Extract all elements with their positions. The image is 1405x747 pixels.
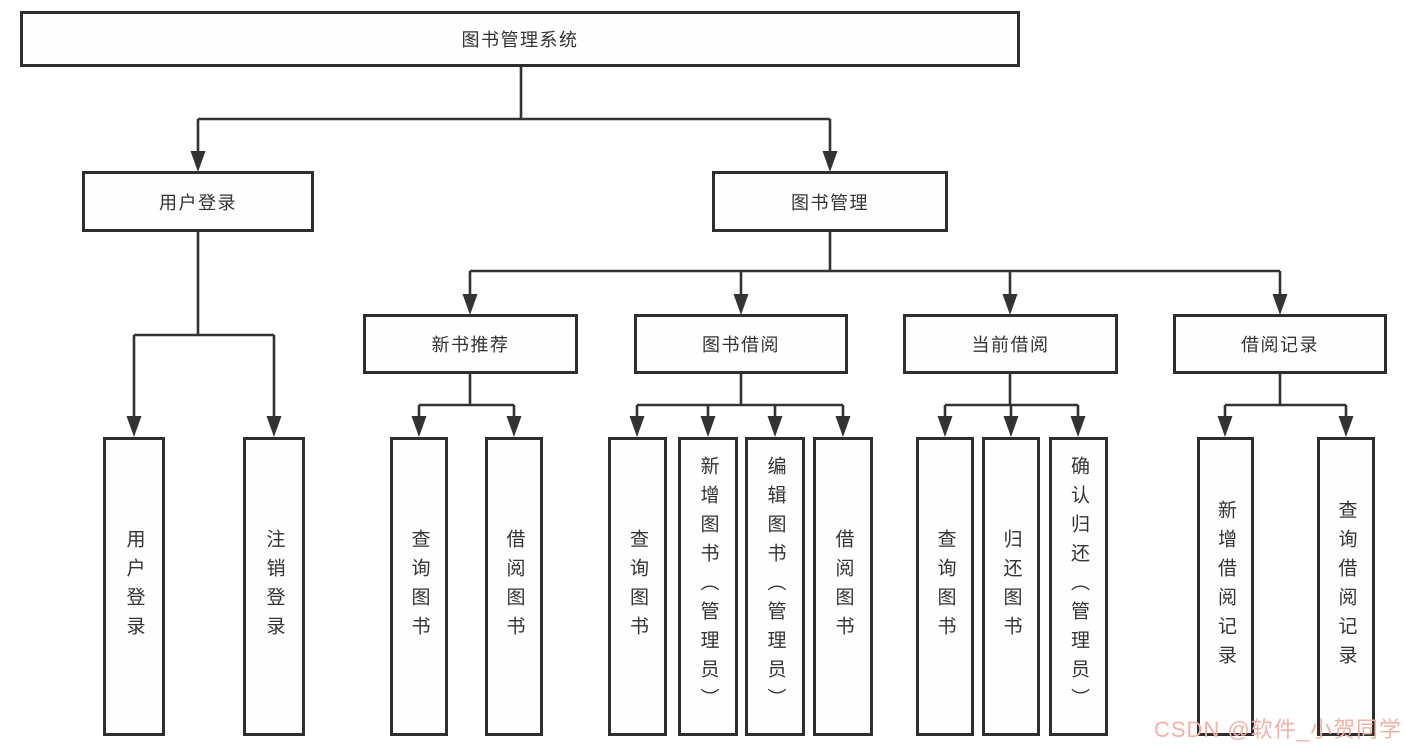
- node-label: 用户登录: [123, 528, 145, 645]
- leaf-query-books-3: 查询图书: [916, 437, 974, 736]
- node-label: 编辑图书（管理员）: [764, 456, 786, 717]
- leaf-borrow-books-2: 借阅图书: [813, 437, 873, 736]
- leaf-borrow-books-1: 借阅图书: [485, 437, 543, 736]
- csdn-watermark: CSDN @软件_小贺同学: [1153, 717, 1402, 742]
- leaf-query-books-2: 查询图书: [608, 437, 667, 736]
- node-library-management-system: 图书管理系统: [20, 11, 1020, 67]
- node-label: 注销登录: [263, 528, 285, 645]
- leaf-user-login: 用户登录: [103, 437, 165, 736]
- leaf-add-borrow-record: 新增借阅记录: [1197, 437, 1254, 736]
- node-book-management: 图书管理: [712, 171, 948, 232]
- node-label: 借阅图书: [503, 528, 525, 645]
- node-label: 图书管理系统: [461, 30, 579, 50]
- node-label: 当前借阅: [971, 335, 1050, 355]
- node-label: 借阅记录: [1241, 335, 1319, 355]
- node-current-borrowing: 当前借阅: [903, 314, 1118, 374]
- node-new-book-recommend: 新书推荐: [363, 314, 578, 374]
- node-book-borrowing: 图书借阅: [634, 314, 848, 374]
- node-label: 新书推荐: [431, 335, 510, 355]
- node-label: 查询图书: [408, 528, 430, 645]
- node-user-login: 用户登录: [82, 171, 314, 232]
- leaf-query-books-1: 查询图书: [390, 437, 448, 736]
- node-borrowing-records: 借阅记录: [1173, 314, 1387, 374]
- node-label: 查询图书: [627, 528, 648, 645]
- leaf-return-books: 归还图书: [982, 437, 1040, 736]
- node-label: 用户登录: [159, 192, 237, 213]
- leaf-confirm-return-admin: 确认归还（管理员）: [1049, 437, 1108, 736]
- node-label: 借阅图书: [832, 528, 854, 645]
- leaf-add-books-admin: 新增图书（管理员）: [678, 437, 738, 736]
- node-label: 新增图书（管理员）: [697, 456, 719, 717]
- node-label: 图书管理: [791, 192, 869, 213]
- node-label: 归还图书: [1000, 528, 1022, 645]
- leaf-edit-books-admin: 编辑图书（管理员）: [745, 437, 805, 736]
- node-label: 查询图书: [934, 528, 956, 645]
- leaf-logout: 注销登录: [243, 437, 305, 736]
- leaf-query-borrow-record: 查询借阅记录: [1317, 437, 1375, 736]
- node-label: 查询借阅记录: [1335, 499, 1357, 674]
- node-label: 图书借阅: [702, 335, 780, 355]
- node-label: 新增借阅记录: [1215, 499, 1236, 674]
- node-label: 确认归还（管理员）: [1068, 456, 1089, 717]
